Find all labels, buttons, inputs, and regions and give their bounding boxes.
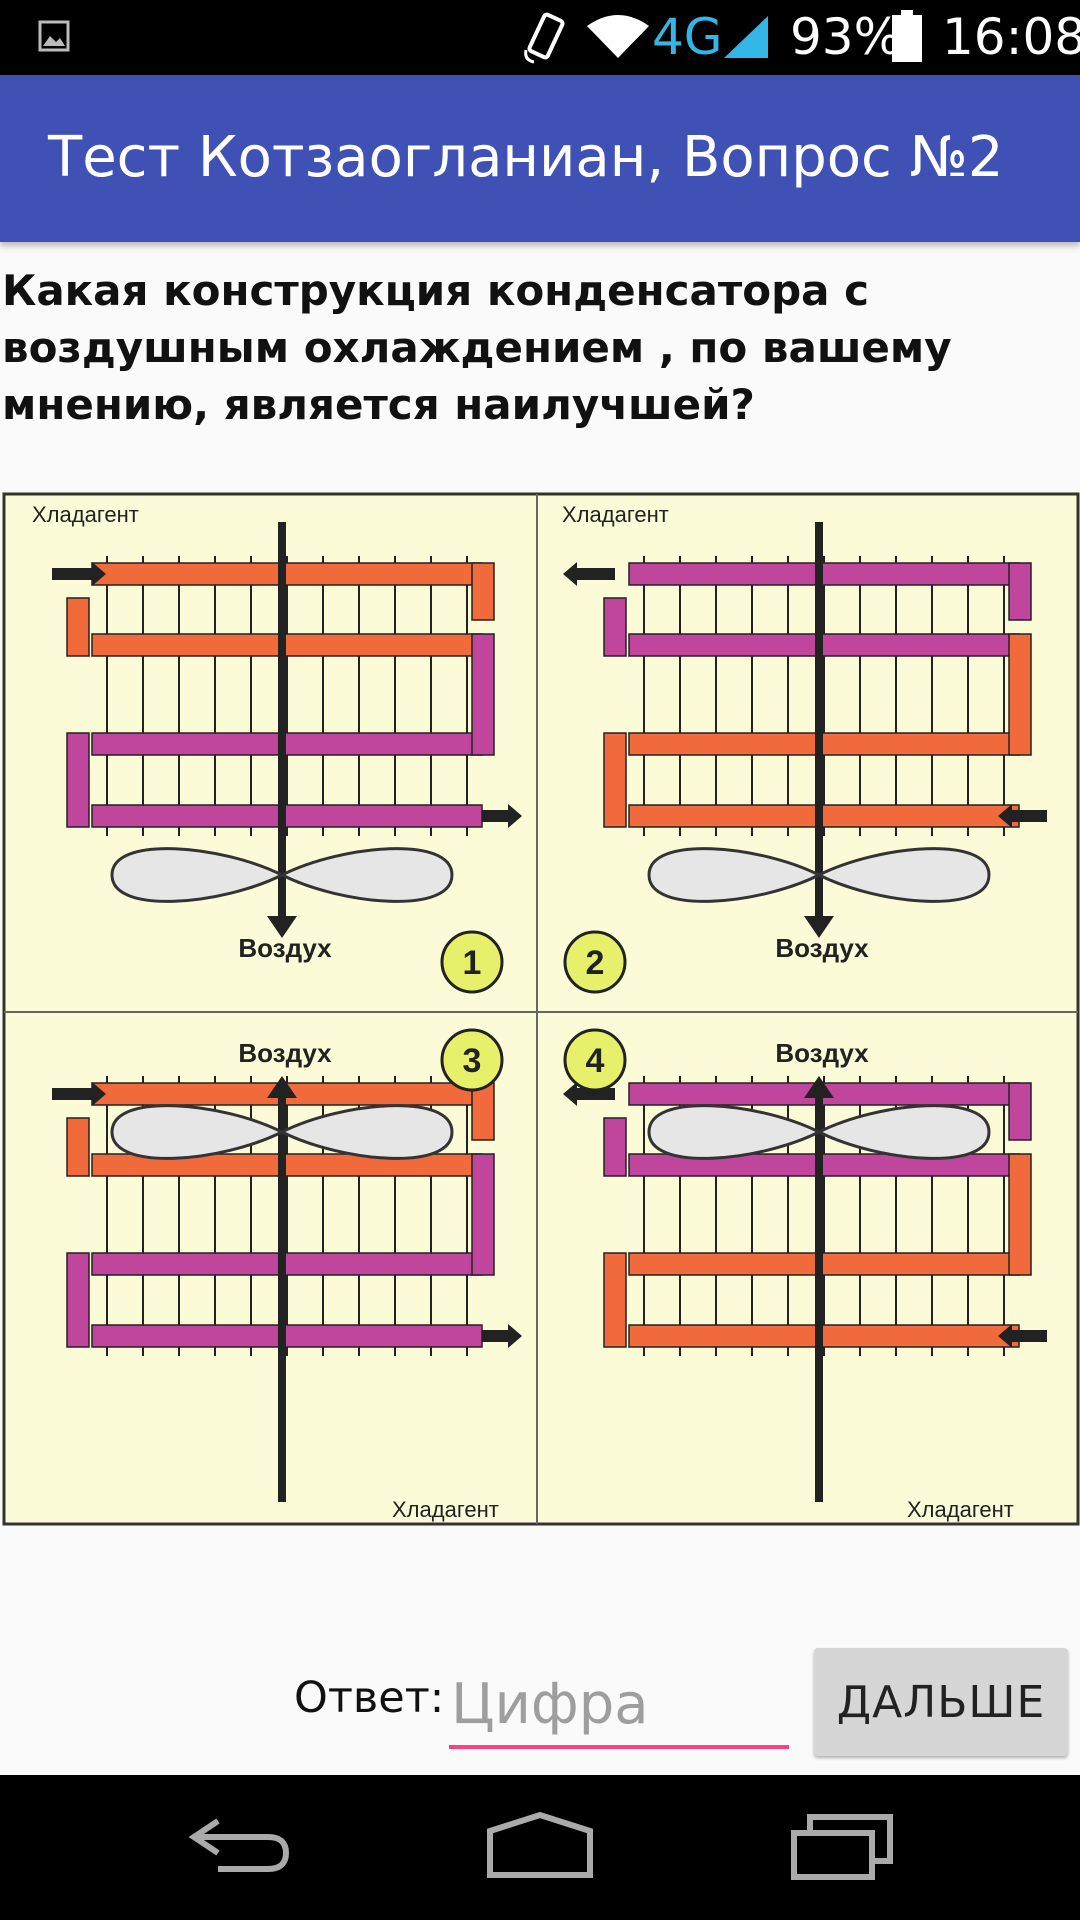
page-title: Тест Котзаогланиан, Вопрос №2 xyxy=(48,125,1004,190)
pipe-bend xyxy=(603,1117,627,1177)
refrigerant-flow-arrow xyxy=(482,1324,522,1348)
fan-blade xyxy=(815,847,991,903)
panel-number-badge xyxy=(440,930,504,994)
refrigerant-pipe xyxy=(628,804,1020,828)
pipe-bend xyxy=(66,1117,90,1177)
refrigerant-flow-arrow xyxy=(482,804,522,828)
panel-number: 4 xyxy=(586,1042,605,1080)
pipe-bend xyxy=(471,562,495,621)
network-type: 4G xyxy=(652,8,723,66)
refrigerant-pipe xyxy=(628,732,1020,756)
refrigerant-pipe xyxy=(91,1324,483,1348)
fan-blade xyxy=(278,847,454,903)
next-button[interactable]: ДАЛЬШЕ xyxy=(814,1648,1068,1756)
refrigerant-flow-arrow xyxy=(52,562,106,586)
air-flow-arrowhead xyxy=(804,916,834,938)
cell-signal-icon xyxy=(724,16,768,58)
pipe-bend xyxy=(603,732,627,828)
answer-label: Ответ: xyxy=(294,1673,445,1723)
pipe-bend xyxy=(603,597,627,657)
pipe-bend xyxy=(66,1252,90,1348)
fan-blade xyxy=(647,1104,823,1160)
panel-number-badge xyxy=(440,1028,504,1092)
refrigerant-pipe xyxy=(628,1252,1020,1276)
wifi-icon xyxy=(587,15,649,58)
diagram-frame xyxy=(2,492,1080,1526)
fan-blade xyxy=(815,1104,991,1160)
panel-number: 2 xyxy=(586,944,605,982)
pipe-bend xyxy=(1008,1153,1032,1276)
pipe-bend xyxy=(66,597,90,657)
panel-number-badge xyxy=(563,1028,627,1092)
refrigerant-pipe xyxy=(628,1324,1020,1348)
air-label: Воздух xyxy=(775,933,869,963)
fan-blade xyxy=(110,1104,286,1160)
pipe-bend xyxy=(471,1082,495,1141)
refrigerant-pipe xyxy=(628,562,1020,586)
pipe-bend xyxy=(66,732,90,828)
refrigerant-pipe xyxy=(91,732,483,756)
answer-input[interactable] xyxy=(449,1663,789,1749)
air-label: Воздух xyxy=(775,1038,869,1068)
refrigerant-flow-arrow xyxy=(563,562,615,586)
pipe-bend xyxy=(1008,633,1032,756)
battery-icon xyxy=(892,10,922,62)
screen-rotation-icon xyxy=(524,12,565,64)
refrigerant-label: Хладагент xyxy=(562,502,669,527)
air-flow-arrowhead xyxy=(804,1076,834,1098)
refrigerant-pipe xyxy=(628,633,1020,657)
status-bar: 4G 93% 16:08 xyxy=(0,0,1080,75)
fan-blade xyxy=(647,847,823,903)
panel-number: 1 xyxy=(463,944,482,982)
panel-number: 3 xyxy=(463,1042,482,1080)
refrigerant-pipe xyxy=(91,804,483,828)
home-icon[interactable] xyxy=(484,1811,596,1881)
recent-apps-icon[interactable] xyxy=(790,1811,896,1881)
fan-blade xyxy=(278,1104,454,1160)
diagram-panel-4: Хладагент Воздух 4 xyxy=(563,1028,1047,1522)
panel-number-badge xyxy=(563,930,627,994)
question-text: Какая конструкция конденсатора с воздушн… xyxy=(2,266,952,429)
pipe-bend xyxy=(1008,1082,1032,1141)
pipe-bend xyxy=(471,633,495,756)
fan-blade xyxy=(110,847,286,903)
refrigerant-pipe xyxy=(91,633,483,657)
refrigerant-flow-arrow xyxy=(52,1082,106,1106)
clock: 16:08 xyxy=(942,8,1080,66)
air-label: Воздух xyxy=(238,933,332,963)
back-icon[interactable] xyxy=(188,1815,292,1875)
pipe-bend xyxy=(603,1252,627,1348)
app-bar: Тест Котзаогланиан, Вопрос №2 xyxy=(0,75,1080,242)
diagram-panel-3: Хладагент Воздух 3 xyxy=(52,1028,522,1522)
gallery-notification-icon xyxy=(38,20,70,52)
navigation-bar xyxy=(0,1775,1080,1920)
refrigerant-label: Хладагент xyxy=(392,1497,499,1522)
refrigerant-label: Хладагент xyxy=(32,502,139,527)
pipe-bend xyxy=(471,1153,495,1276)
refrigerant-flow-arrow xyxy=(998,804,1047,828)
air-flow-arrowhead xyxy=(267,1076,297,1098)
air-label: Воздух xyxy=(238,1038,332,1068)
pipe-bend xyxy=(1008,562,1032,621)
refrigerant-flow-arrow xyxy=(998,1324,1047,1348)
refrigerant-pipe xyxy=(91,562,483,586)
refrigerant-pipe xyxy=(91,1252,483,1276)
air-flow-arrowhead xyxy=(267,916,297,938)
refrigerant-label: Хладагент xyxy=(907,1497,1014,1522)
battery-percent: 93% xyxy=(790,8,902,66)
